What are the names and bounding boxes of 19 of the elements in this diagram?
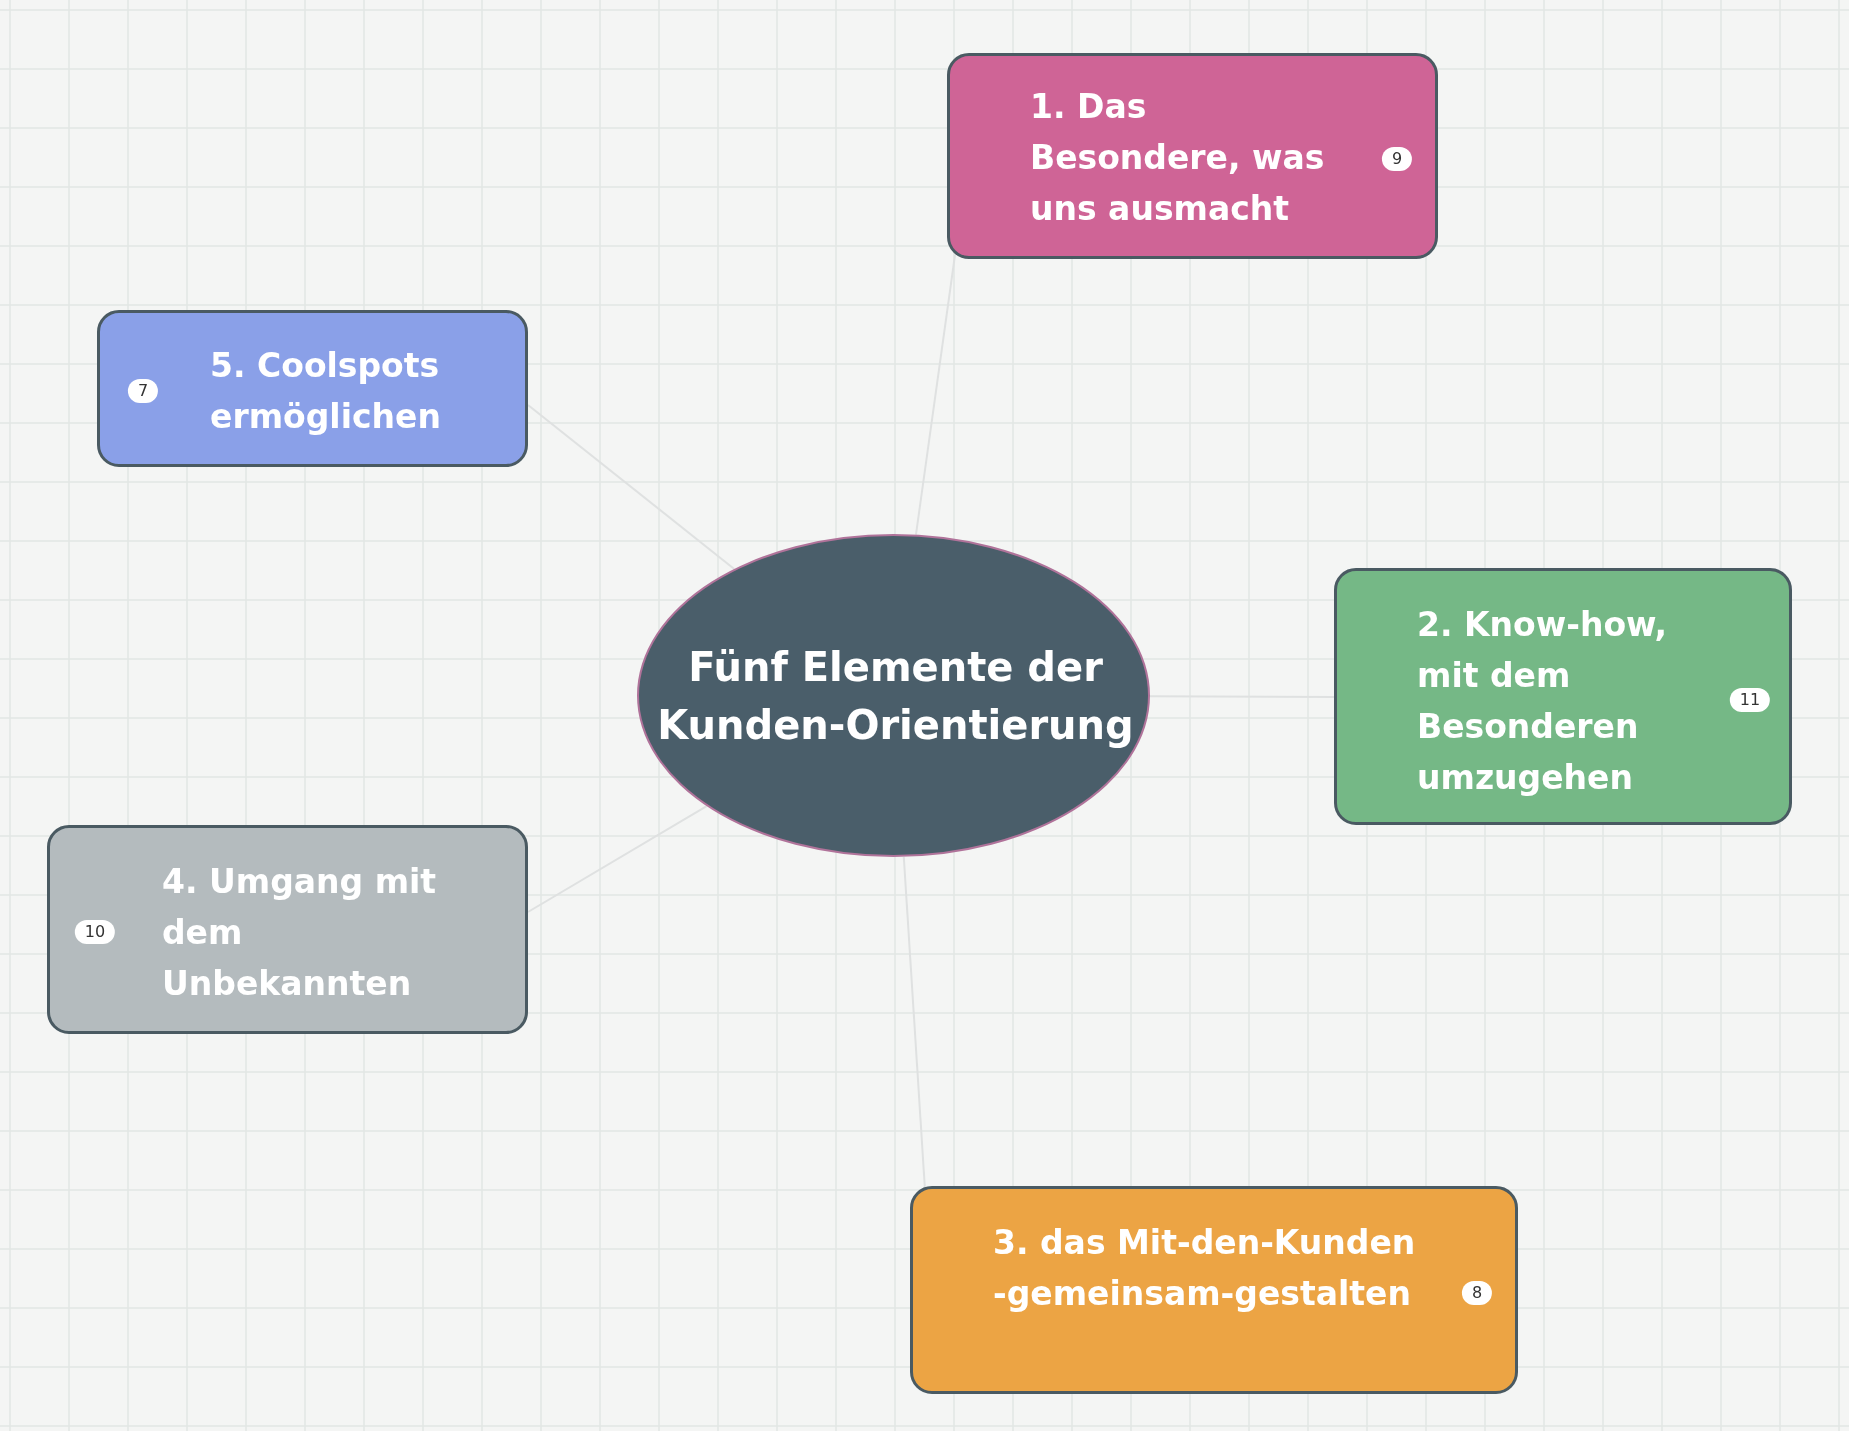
topic-title: 4. Umgang mit dem Unbekannten	[162, 861, 438, 1005]
connector-line	[527, 805, 708, 913]
count-badge: 11	[1729, 688, 1771, 712]
topic-title: Fünf Elemente der Kunden-Orientierung	[656, 642, 1135, 750]
connector-line	[527, 404, 736, 570]
topic-title: 2. Know-how, mit dem Besonderen umzugehen	[1417, 604, 1668, 799]
topic-title: 1. Das Besondere, was uns ausmacht	[1030, 86, 1326, 230]
topic-title: 5. Coolspots ermöglichen	[210, 345, 442, 438]
count-badge: 7	[127, 379, 159, 403]
connector-line	[914, 254, 956, 536]
topic-box	[1334, 568, 1792, 825]
topic-title: 3. das Mit-den-Kunden -gemeinsam-gestalten	[993, 1222, 1417, 1315]
count-badge: 8	[1461, 1281, 1493, 1305]
topic-box	[97, 310, 528, 467]
count-badge: 9	[1381, 147, 1413, 171]
topic-box	[910, 1186, 1518, 1394]
topic-box	[47, 825, 528, 1034]
count-badge: 10	[74, 920, 116, 944]
topic-box	[947, 53, 1438, 259]
